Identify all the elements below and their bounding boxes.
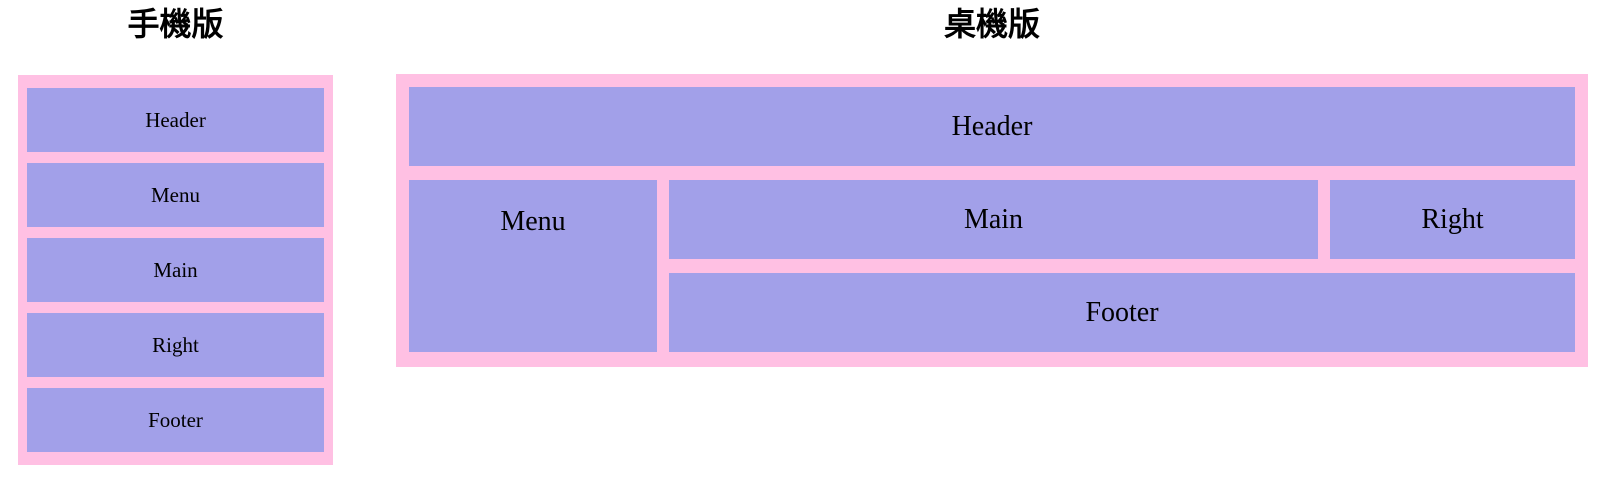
- mobile-layout-panel: Header Menu Main Right Footer: [18, 75, 333, 465]
- desktop-menu-box: Menu: [409, 180, 657, 352]
- desktop-right-box: Right: [1330, 180, 1575, 259]
- desktop-layout-panel: Header Menu Main Right Footer: [396, 74, 1588, 367]
- desktop-footer-box: Footer: [669, 273, 1575, 352]
- desktop-main-box: Main: [669, 180, 1318, 259]
- mobile-footer-box: Footer: [27, 388, 324, 452]
- mobile-version-title: 手機版: [127, 6, 224, 42]
- mobile-menu-box: Menu: [27, 163, 324, 227]
- mobile-header-box: Header: [27, 88, 324, 152]
- desktop-version-title: 桌機版: [943, 6, 1040, 42]
- mobile-main-box: Main: [27, 238, 324, 302]
- desktop-header-box: Header: [409, 87, 1575, 166]
- mobile-right-box: Right: [27, 313, 324, 377]
